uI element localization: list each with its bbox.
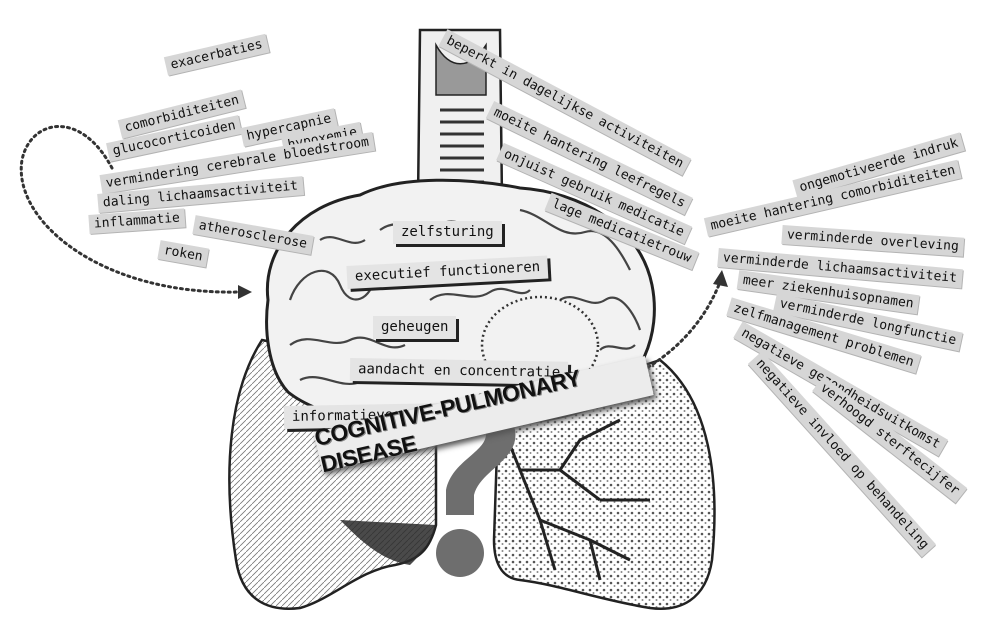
trachea-rings (440, 110, 484, 182)
domain-label: zelfsturing (393, 221, 502, 244)
domain-label: geheugen (373, 316, 456, 339)
